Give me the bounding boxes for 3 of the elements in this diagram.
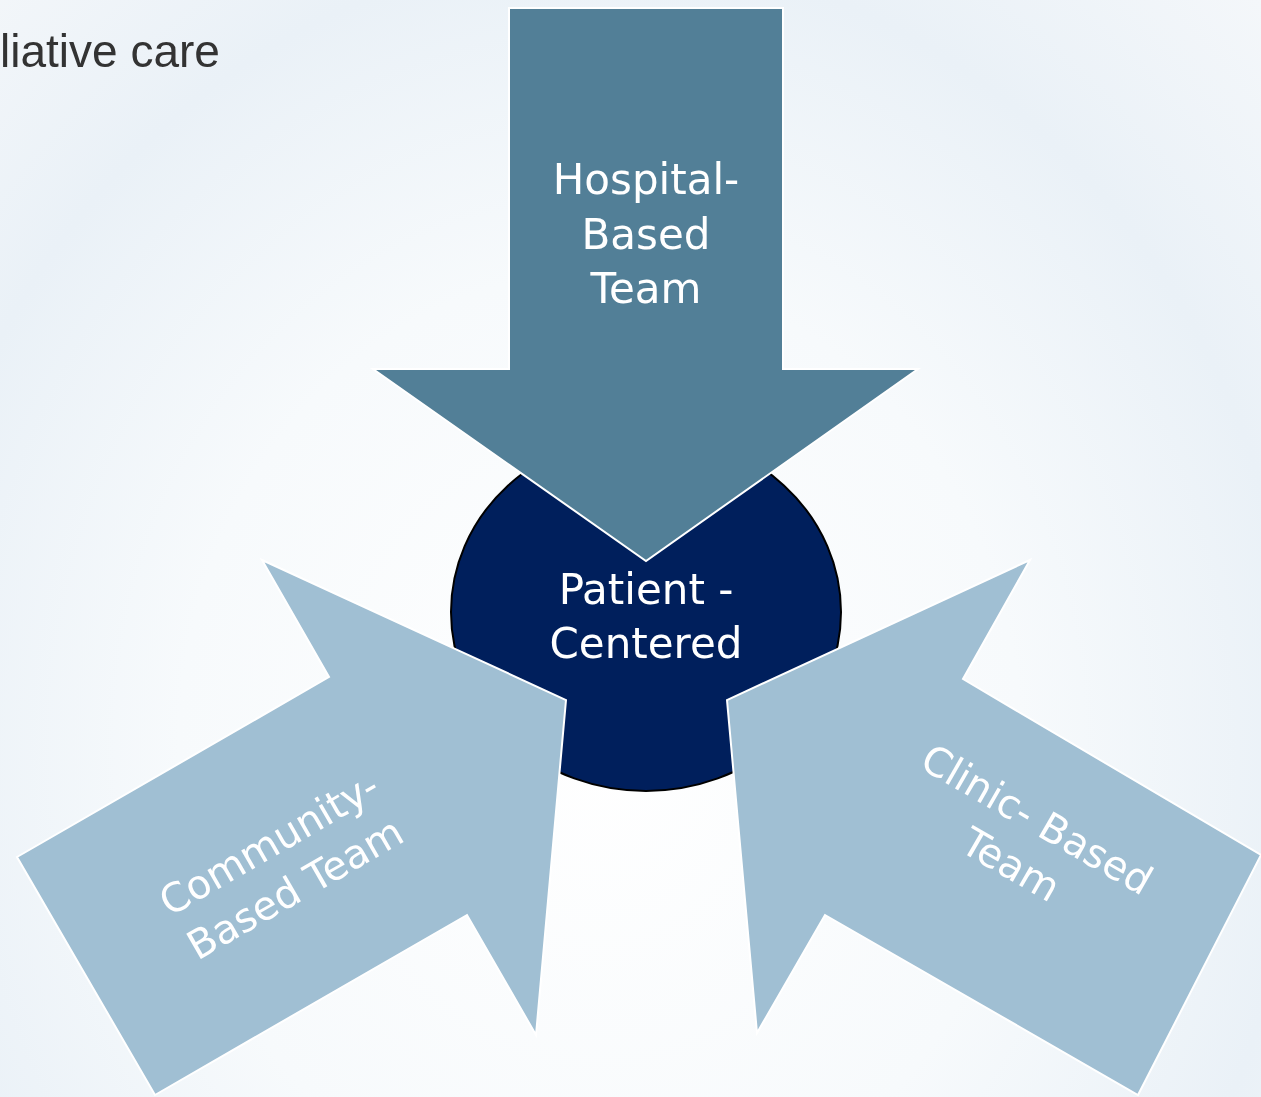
node-label: Hospital-Based Team xyxy=(551,154,741,316)
node-label: Patient - Centered xyxy=(548,563,744,671)
slide-title: liative care xyxy=(0,24,220,78)
